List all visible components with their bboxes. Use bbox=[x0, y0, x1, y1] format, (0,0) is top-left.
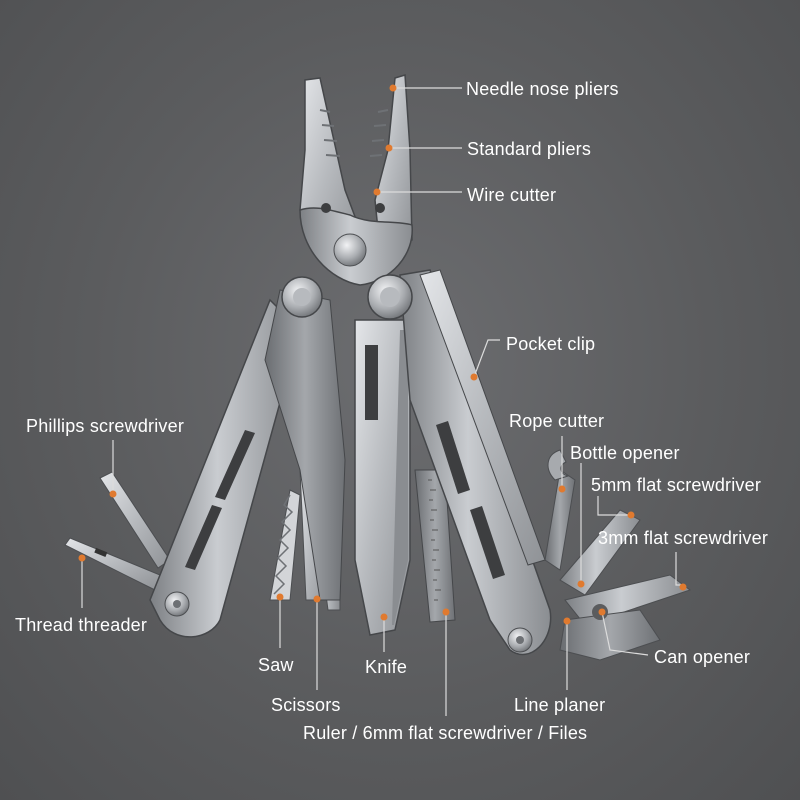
right-handle bbox=[399, 269, 552, 656]
left-handle bbox=[149, 298, 301, 638]
plier-head bbox=[299, 74, 413, 286]
knife-blade bbox=[354, 319, 411, 636]
label-ruler-files: Ruler / 6mm flat screwdriver / Files bbox=[303, 723, 588, 743]
dot-line-planer bbox=[563, 617, 571, 625]
dot-knife bbox=[380, 613, 388, 621]
dot-rope-cutter bbox=[558, 485, 566, 493]
dot-scissors bbox=[313, 595, 321, 603]
dot-thread-threader bbox=[78, 554, 86, 562]
label-5mm-flat-screwdriver: 5mm flat screwdriver bbox=[591, 475, 762, 495]
label-saw: Saw bbox=[258, 655, 294, 675]
label-can-opener: Can opener bbox=[654, 647, 751, 667]
left-fan-tools bbox=[64, 471, 171, 591]
label-rope-cutter: Rope cutter bbox=[509, 411, 605, 431]
center-frame bbox=[264, 289, 346, 601]
label-standard-pliers: Standard pliers bbox=[467, 139, 592, 159]
label-knife: Knife bbox=[365, 657, 408, 677]
label-3mm-flat-screwdriver: 3mm flat screwdriver bbox=[598, 528, 769, 548]
callout-lines bbox=[81, 87, 683, 716]
label-thread-threader: Thread threader bbox=[15, 615, 148, 635]
dot-5mm-flat bbox=[627, 511, 635, 519]
main-pivots bbox=[281, 274, 413, 320]
label-scissors: Scissors bbox=[271, 695, 341, 715]
dot-pocket-clip bbox=[470, 373, 478, 381]
dot-bottle-opener bbox=[577, 580, 585, 588]
label-line-planer: Line planer bbox=[514, 695, 606, 715]
label-pocket-clip: Pocket clip bbox=[506, 334, 596, 354]
label-wire-cutter: Wire cutter bbox=[467, 185, 557, 205]
dot-saw bbox=[276, 593, 284, 601]
dot-needle-nose-pliers bbox=[389, 84, 397, 92]
dot-phillips-screwdriver bbox=[109, 490, 117, 498]
label-phillips-screwdriver: Phillips screwdriver bbox=[26, 416, 185, 436]
dot-ruler-files bbox=[442, 608, 450, 616]
dot-3mm-flat bbox=[679, 583, 687, 591]
dot-wire-cutter bbox=[373, 188, 381, 196]
callout-dots bbox=[78, 84, 687, 625]
dot-standard-pliers bbox=[385, 144, 393, 152]
label-bottle-opener: Bottle opener bbox=[570, 443, 680, 463]
dot-can-opener bbox=[598, 608, 606, 616]
label-needle-nose-pliers: Needle nose pliers bbox=[466, 79, 619, 99]
